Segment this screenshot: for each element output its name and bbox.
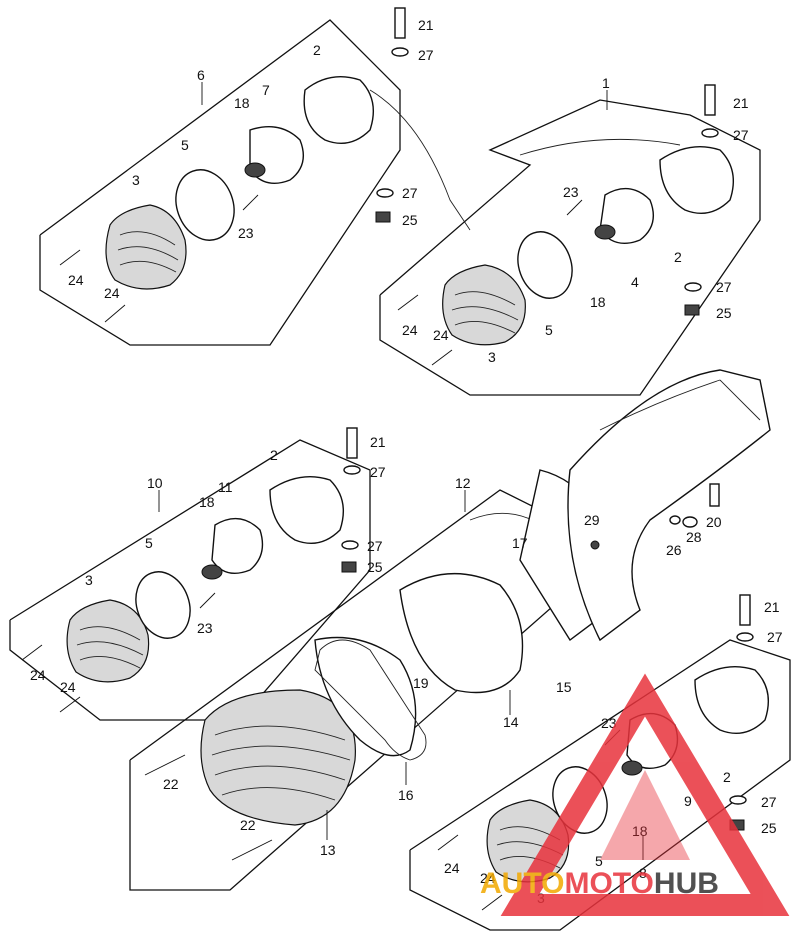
callout-23-b: 23 (563, 184, 579, 200)
callout-27-g: 27 (767, 629, 783, 645)
warning-triangle-logo (500, 673, 790, 916)
callout-2-a: 2 (313, 42, 321, 58)
callout-21-d: 21 (764, 599, 780, 615)
callout-6: 6 (197, 67, 205, 83)
callout-24-g: 24 (444, 860, 460, 876)
callout-24-d: 24 (433, 327, 449, 343)
callout-2-c: 2 (270, 447, 278, 463)
callout-16: 16 (398, 787, 414, 803)
callout-23-c: 23 (197, 620, 213, 636)
lower-right-turn-signal (486, 665, 769, 883)
callout-15: 15 (556, 679, 572, 695)
callout-26: 26 (666, 542, 682, 558)
callout-27-h: 27 (761, 794, 777, 810)
callout-5-d: 5 (595, 853, 603, 869)
callout-24-h: 24 (480, 870, 496, 886)
callout-9: 9 (684, 793, 692, 809)
upper-left-turn-signal (105, 76, 471, 290)
callout-25-a: 25 (402, 212, 418, 228)
callout-3-b: 3 (488, 349, 496, 365)
watermark-hub: HUB (654, 867, 719, 900)
gasket-oval (314, 639, 427, 761)
callout-23-a: 23 (238, 225, 254, 241)
hardware (341, 7, 754, 831)
callout-labels: 21 27 2 6 7 18 5 3 27 25 23 24 24 1 21 2… (30, 17, 783, 906)
callout-24-c: 24 (402, 322, 418, 338)
callout-25-b: 25 (716, 305, 732, 321)
callout-14: 14 (503, 714, 519, 730)
callout-23-d: 23 (601, 715, 617, 731)
callout-22-b: 22 (240, 817, 256, 833)
callout-12: 12 (455, 475, 471, 491)
callout-27-f: 27 (367, 538, 383, 554)
callout-2-d: 2 (723, 769, 731, 785)
callout-21-a: 21 (418, 17, 434, 33)
callout-29: 29 (584, 512, 600, 528)
leader-lines (158, 82, 644, 860)
callout-20: 20 (706, 514, 722, 530)
callout-24-b: 24 (104, 285, 120, 301)
callout-5-a: 5 (181, 137, 189, 153)
callout-18-d: 18 (632, 823, 648, 839)
callout-18-a: 18 (234, 95, 250, 111)
group-outlines (9, 19, 791, 931)
callout-25-c: 25 (367, 559, 383, 575)
rear-fender-bracket (567, 369, 771, 642)
callout-2-b: 2 (674, 249, 682, 265)
callout-19: 19 (413, 675, 429, 691)
callout-21-c: 21 (370, 434, 386, 450)
callout-24-f: 24 (60, 679, 76, 695)
callout-8: 8 (639, 865, 647, 881)
callout-10: 10 (147, 475, 163, 491)
callout-27-b: 27 (402, 185, 418, 201)
callout-18-c: 18 (199, 494, 215, 510)
callout-28: 28 (686, 529, 702, 545)
callout-1: 1 (602, 75, 610, 91)
callout-4: 4 (631, 274, 639, 290)
callout-11: 11 (218, 479, 233, 495)
callout-5-b: 5 (545, 322, 553, 338)
watermark-moto: MOTO (564, 867, 653, 900)
callout-18-b: 18 (590, 294, 606, 310)
mid-left-turn-signal (66, 475, 344, 683)
callout-24-a: 24 (68, 272, 84, 288)
tail-light-assembly (200, 469, 611, 826)
callout-27-c: 27 (733, 127, 749, 143)
callout-3-a: 3 (132, 172, 140, 188)
callout-3-c: 3 (85, 572, 93, 588)
callout-17: 17 (512, 535, 528, 551)
watermark-auto: AUTO (480, 867, 564, 900)
callout-21-b: 21 (733, 95, 749, 111)
callout-27-e: 27 (370, 464, 386, 480)
upper-right-turn-signal (442, 138, 734, 346)
callout-25-d: 25 (761, 820, 777, 836)
callout-27-a: 27 (418, 47, 434, 63)
callout-24-e: 24 (30, 667, 46, 683)
svg-text:AUTOMOTOHUB: AUTOMOTOHUB (480, 867, 719, 900)
callout-13: 13 (320, 842, 336, 858)
callout-27-d: 27 (716, 279, 732, 295)
screws (21, 194, 621, 911)
callout-5-c: 5 (145, 535, 153, 551)
callout-7: 7 (262, 82, 270, 98)
automotohub-watermark: AUTOMOTOHUB (480, 673, 790, 916)
callout-22-a: 22 (163, 776, 179, 792)
